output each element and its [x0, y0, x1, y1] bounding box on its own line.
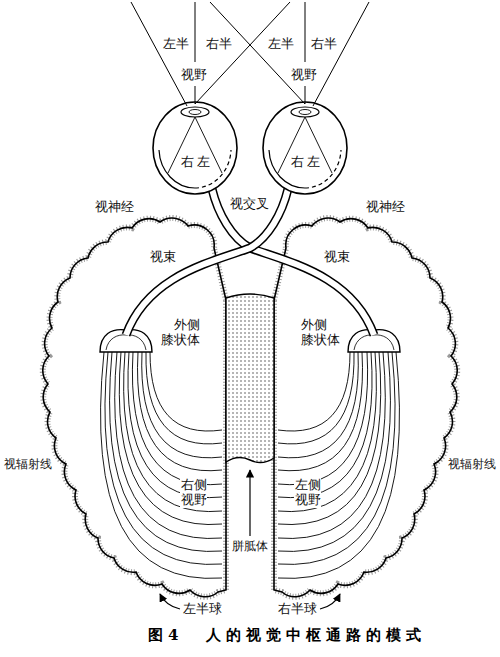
retina-half-label: 左 [197, 155, 210, 170]
retina-half-label: 左 [307, 155, 320, 170]
hemisphere-label: 右半球 [278, 602, 317, 617]
field-area-label: 右侧 视野 [180, 478, 207, 508]
optic-tract-label: 视束 [150, 250, 176, 265]
leader-arrow [249, 470, 250, 536]
brain-hemispheres [43, 218, 457, 597]
chiasm-label: 视交叉 [230, 197, 269, 212]
retina-half-label: 右 [291, 155, 304, 170]
visual-field-line [131, 2, 369, 106]
optic-nerve-and-tract [126, 189, 374, 335]
visual-field-label: 视野 [291, 68, 317, 83]
optic-nerve-label: 视神经 [95, 200, 134, 215]
geniculate-label: 外侧 膝状体 [160, 318, 200, 348]
leader-arrow [160, 594, 180, 609]
field-area-label: 左侧 视野 [294, 478, 321, 508]
geniculate-label: 外侧 膝状体 [301, 318, 341, 348]
lateral-geniculate-body [100, 330, 400, 352]
field-half-label: 左半 [163, 37, 189, 52]
field-half-label: 右半 [206, 37, 232, 52]
radiation-label: 视辐射线 [448, 458, 496, 472]
optic-radiation [101, 352, 222, 578]
optic-tract-label: 视束 [324, 250, 350, 265]
leader-arrow [320, 594, 340, 609]
retina-half-label: 右 [181, 155, 194, 170]
field-half-label: 左半 [268, 37, 294, 52]
optic-radiation [278, 352, 399, 578]
optic-nerve-label: 视神经 [366, 200, 405, 215]
field-half-label: 右半 [311, 37, 337, 52]
radiation-label: 视辐射线 [4, 458, 52, 472]
corpus-callosum [226, 294, 274, 463]
visual-field-label: 视野 [181, 68, 207, 83]
eyeball [153, 102, 347, 194]
hemisphere-label: 左半球 [183, 602, 222, 617]
figure-caption: 图4 人的视觉中枢通路的模式 [148, 626, 426, 645]
corpus-callosum-label: 胼胝体 [232, 540, 268, 554]
